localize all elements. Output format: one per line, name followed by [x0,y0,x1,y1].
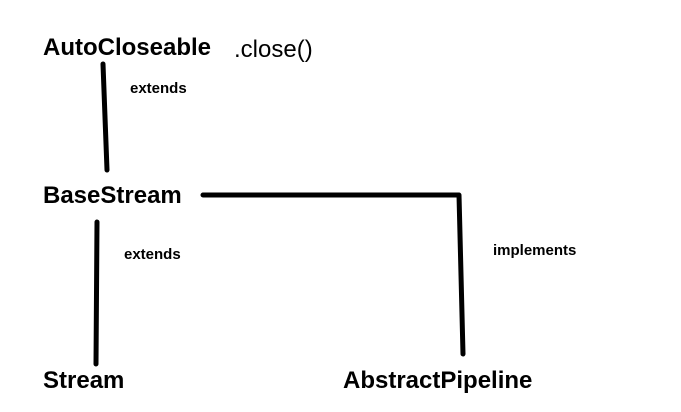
method-close-label: .close() [234,36,313,63]
relation-extends-label-top: extends [130,80,187,97]
relation-implements-label: implements [493,242,577,259]
relation-extends-label-bottom: extends [124,246,181,263]
node-basestream: BaseStream [43,182,182,209]
node-autocloseable: AutoCloseable [43,34,212,61]
node-stream: Stream [43,367,125,394]
node-abstractpipeline: AbstractPipeline [343,367,533,394]
edge-basestream-autocloseable [100,61,110,173]
edge-stream-basestream [93,219,100,367]
edge-abstractpipeline-basestream [200,192,466,357]
